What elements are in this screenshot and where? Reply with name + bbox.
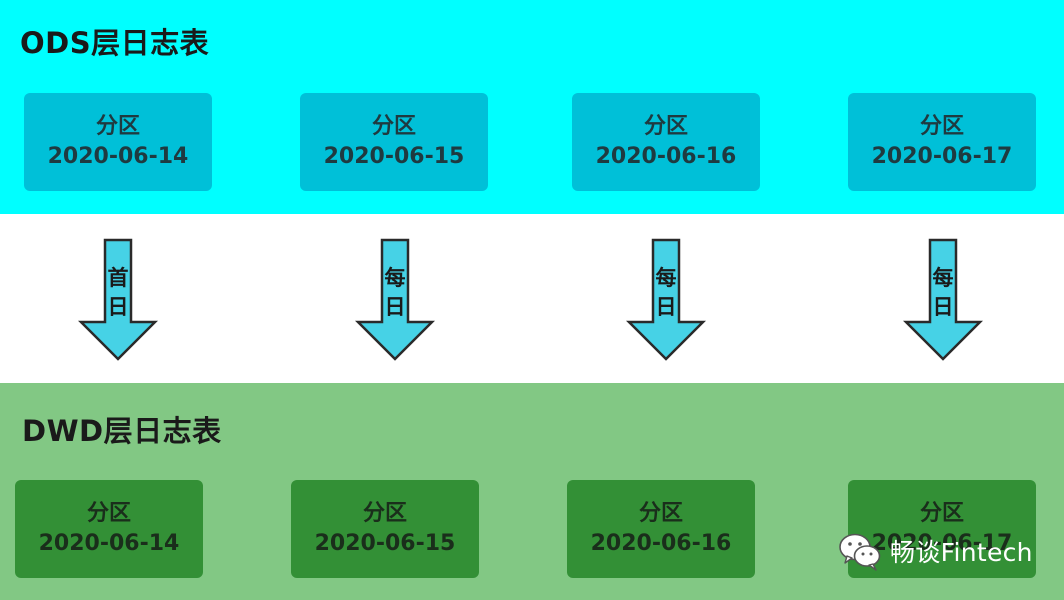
partition-label: 分区 xyxy=(86,501,131,526)
wechat-icon xyxy=(839,533,881,571)
dwd-partition-2: 分区 2020-06-15 xyxy=(291,480,479,578)
partition-date: 2020-06-15 xyxy=(314,531,456,556)
arrow-label-char: 每 xyxy=(384,266,406,290)
partition-label: 分区 xyxy=(643,114,688,139)
arrow-label-char: 日 xyxy=(107,295,129,319)
watermark: 畅谈Fintech xyxy=(838,528,1033,574)
down-arrow-icon xyxy=(78,238,158,361)
arrow-label-char: 日 xyxy=(655,295,677,319)
partition-label: 分区 xyxy=(919,114,964,139)
arrow-label-char: 每 xyxy=(932,266,954,290)
partition-date: 2020-06-16 xyxy=(590,531,732,556)
arrow-label: 每 日 xyxy=(626,264,706,322)
arrow-label: 首 日 xyxy=(78,264,158,322)
partition-date: 2020-06-17 xyxy=(871,144,1013,169)
ods-partition-1: 分区 2020-06-14 xyxy=(24,93,212,191)
arrow-label-char: 日 xyxy=(932,295,954,319)
arrow-label: 每 日 xyxy=(903,264,983,322)
arrow-down-3: 每 日 xyxy=(626,238,706,362)
arrow-down-2: 每 日 xyxy=(355,238,435,362)
down-arrow-icon xyxy=(355,238,435,361)
arrow-label-char: 日 xyxy=(384,295,406,319)
partition-date: 2020-06-15 xyxy=(323,144,465,169)
dwd-partition-4: 分区 2020-06-17 xyxy=(848,480,1036,578)
partition-label: 分区 xyxy=(919,501,964,526)
partition-date: 2020-06-17 xyxy=(871,531,1013,556)
partition-date: 2020-06-14 xyxy=(47,144,189,169)
dwd-partition-1: 分区 2020-06-14 xyxy=(15,480,203,578)
ods-partition-2: 分区 2020-06-15 xyxy=(300,93,488,191)
down-arrow-icon xyxy=(626,238,706,361)
ods-layer-title: ODS层日志表 xyxy=(20,26,210,60)
dwd-partition-3: 分区 2020-06-16 xyxy=(567,480,755,578)
partition-label: 分区 xyxy=(95,114,140,139)
partition-label: 分区 xyxy=(371,114,416,139)
partition-label: 分区 xyxy=(362,501,407,526)
partition-date: 2020-06-16 xyxy=(595,144,737,169)
arrow-label-char: 每 xyxy=(655,266,677,290)
watermark-text: 畅谈Fintech xyxy=(890,538,1033,567)
partition-label: 分区 xyxy=(638,501,683,526)
ods-partition-4: 分区 2020-06-17 xyxy=(848,93,1036,191)
arrow-down-4: 每 日 xyxy=(903,238,983,362)
arrow-label: 每 日 xyxy=(355,264,435,322)
dwd-layer-title: DWD层日志表 xyxy=(22,414,222,448)
down-arrow-icon xyxy=(903,238,983,361)
arrow-down-1: 首 日 xyxy=(78,238,158,362)
partition-date: 2020-06-14 xyxy=(38,531,180,556)
arrow-label-char: 首 xyxy=(107,266,129,290)
ods-partition-3: 分区 2020-06-16 xyxy=(572,93,760,191)
